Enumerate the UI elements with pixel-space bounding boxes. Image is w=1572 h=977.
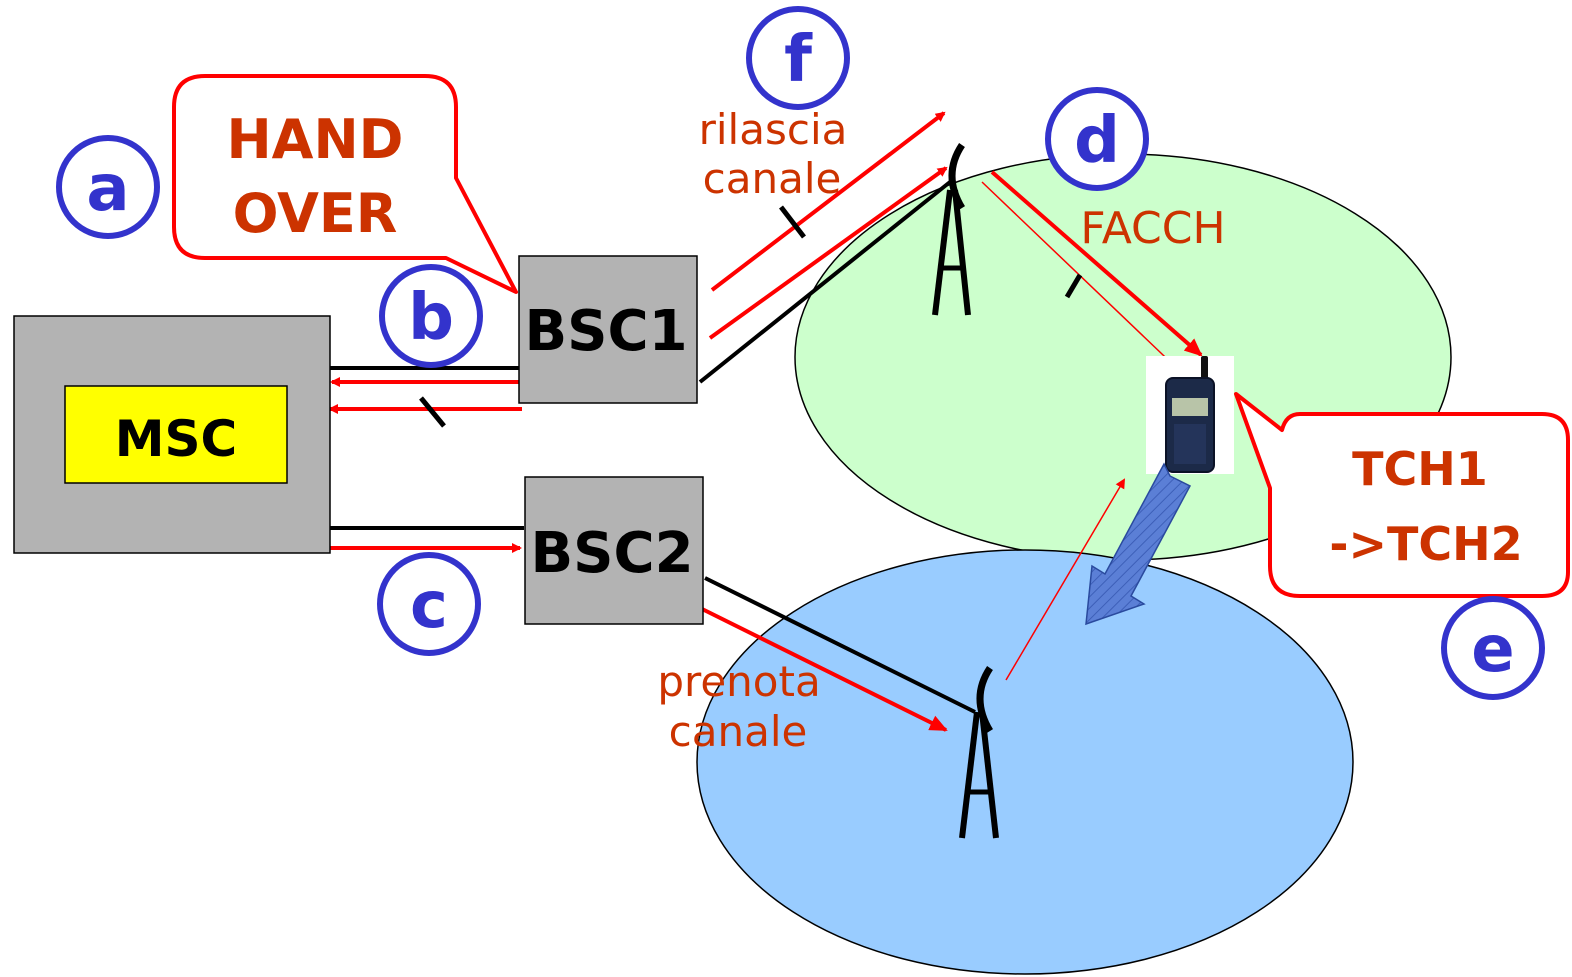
msc-inner-box bbox=[64, 385, 288, 484]
tch-callout-line2: ->TCH2 bbox=[1329, 517, 1522, 571]
bsc2-label: BSC2 bbox=[530, 521, 693, 586]
rilascia-canale-label-line1: rilascia bbox=[699, 105, 848, 154]
antenna-icon bbox=[959, 666, 999, 839]
bsc1-node: BSC1 bbox=[518, 255, 698, 404]
msc-label: MSC bbox=[115, 410, 237, 468]
prenota-canale-label-line1: prenota bbox=[657, 657, 820, 706]
prenota-canale-label-line2: canale bbox=[669, 707, 808, 756]
facch-label: FACCH bbox=[1080, 203, 1225, 254]
step-marker-c-label: c bbox=[410, 569, 448, 643]
handover-callout-line2: OVER bbox=[233, 182, 398, 245]
bsc1-label: BSC1 bbox=[524, 299, 687, 364]
msc-node: MSC bbox=[13, 315, 331, 554]
handover-movement-arrow bbox=[1085, 462, 1192, 626]
break-marks bbox=[419, 205, 1083, 428]
wired-links bbox=[330, 180, 976, 714]
step-marker-a: a bbox=[56, 135, 160, 239]
mobile-phone-icon bbox=[1146, 356, 1234, 474]
step-marker-e-label: e bbox=[1471, 613, 1514, 687]
handover-callout: HAND OVER bbox=[172, 74, 518, 294]
rilascia-canale-label-line2: canale bbox=[703, 154, 842, 203]
handover-callout-line1: HAND bbox=[226, 108, 403, 171]
step-marker-d-label: d bbox=[1074, 104, 1120, 178]
signal-arrows bbox=[328, 111, 1203, 732]
step-marker-a-label: a bbox=[86, 152, 129, 226]
step-marker-d: d bbox=[1045, 87, 1149, 191]
step-marker-b: b bbox=[379, 264, 483, 368]
tch-callout: TCH1 ->TCH2 bbox=[1234, 392, 1570, 598]
step-marker-e: e bbox=[1441, 596, 1545, 700]
bsc2-node: BSC2 bbox=[524, 476, 704, 625]
tch-callout-line1: TCH1 bbox=[1352, 442, 1488, 496]
antenna-icon bbox=[932, 143, 971, 316]
step-marker-b-label: b bbox=[408, 281, 454, 355]
step-marker-f: f bbox=[746, 6, 850, 110]
cell-2 bbox=[696, 549, 1354, 975]
step-marker-c: c bbox=[377, 552, 481, 656]
step-marker-f-label: f bbox=[784, 23, 813, 97]
